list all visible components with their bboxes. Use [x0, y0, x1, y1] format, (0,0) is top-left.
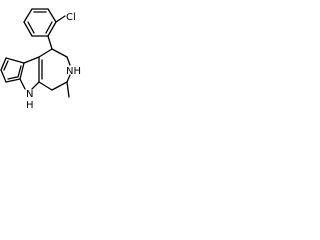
bond [47, 21, 57, 37]
bond [51, 48, 68, 58]
bond [5, 78, 21, 83]
bond [19, 62, 25, 80]
double-bond [27, 21, 35, 34]
bond [5, 57, 25, 64]
bond [38, 48, 53, 58]
chlorophenyl-ring [23, 8, 57, 37]
bond [0, 57, 7, 71]
bond [23, 21, 33, 37]
pyrrole-ring [19, 56, 43, 90]
double-bond [7, 76, 18, 80]
indole-h-label: H [26, 100, 34, 111]
ring-nh-label: NH [66, 66, 81, 77]
c-cl-bond [55, 15, 66, 23]
methyl-bond [66, 81, 70, 98]
bond [51, 81, 68, 91]
bond [23, 8, 33, 23]
bond [66, 56, 71, 66]
double-bond [45, 21, 53, 34]
bond [38, 81, 53, 91]
bond [31, 81, 40, 90]
bond [19, 78, 26, 90]
chlorine-label: Cl [66, 12, 76, 23]
bond [23, 56, 40, 64]
indole-n-label: N [26, 89, 33, 100]
tetrahydropyridine-ring [38, 48, 71, 91]
double-bond [17, 65, 22, 78]
bond [66, 74, 71, 83]
double-bond [3, 60, 9, 71]
bond [47, 8, 57, 23]
indole-benzene-ring [0, 57, 25, 83]
chemical-structure-diagram: Cl NH N H [0, 8, 81, 111]
bond [0, 69, 7, 83]
phenyl-ring-bond [47, 35, 53, 50]
